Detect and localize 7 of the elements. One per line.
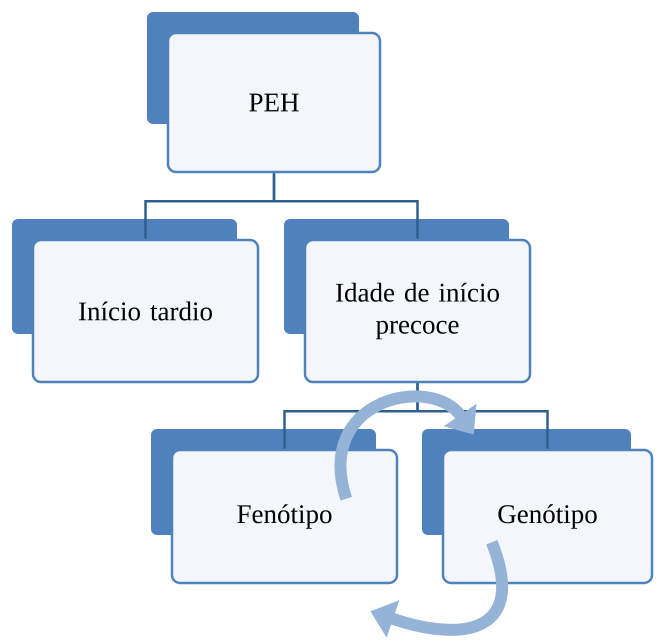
process-box: Início tardio xyxy=(12,219,260,384)
process-box: Fenótipo xyxy=(151,429,398,584)
process-box: PEH xyxy=(147,12,382,174)
connector-line xyxy=(272,173,419,239)
process-box: Genótipo xyxy=(422,429,654,584)
connector-line xyxy=(416,383,549,449)
process-box: Idade de início precoce xyxy=(284,219,532,384)
